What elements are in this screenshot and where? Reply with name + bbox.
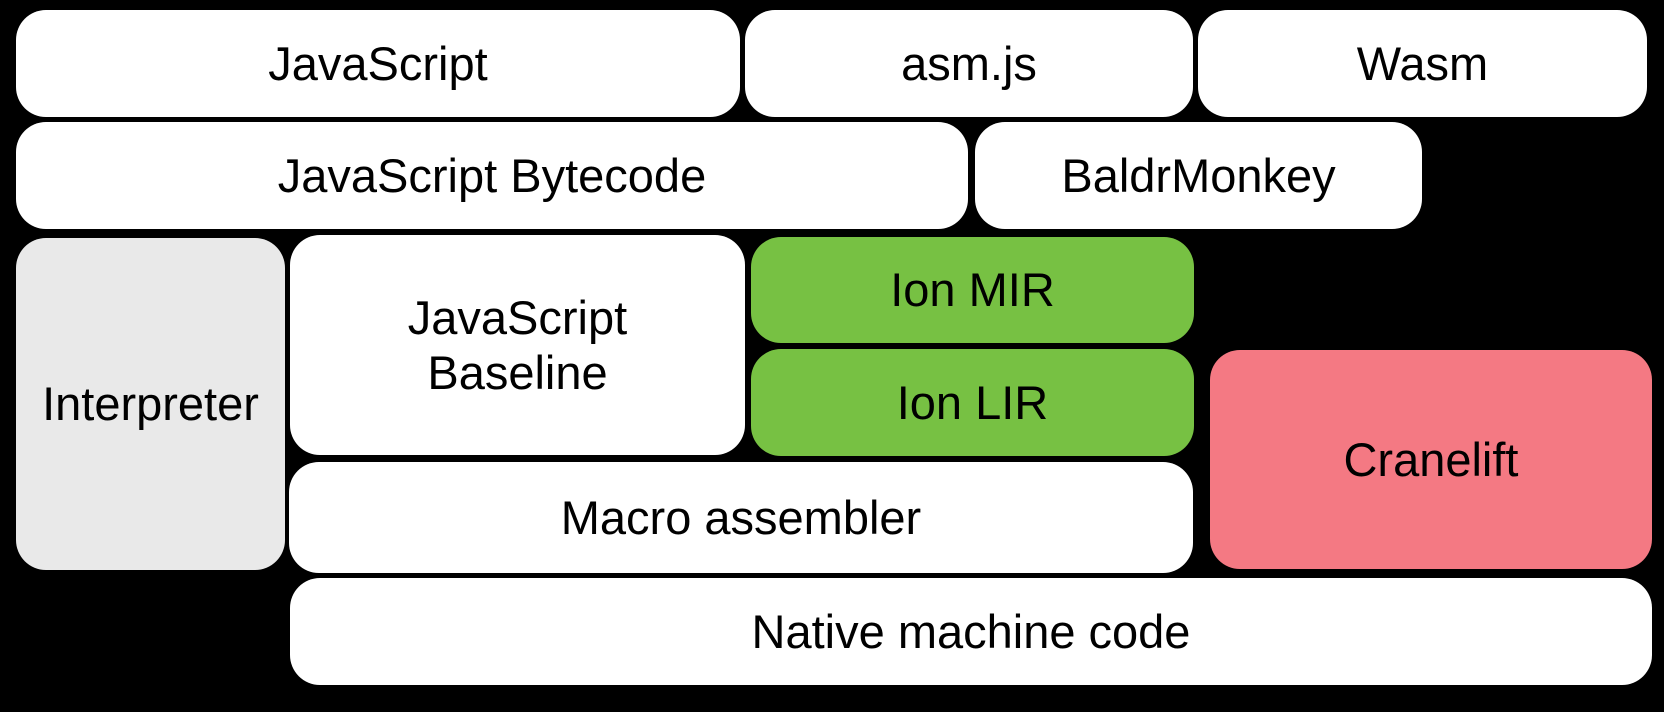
node-macro-assembler: Macro assembler [289, 462, 1193, 573]
node-javascript: JavaScript [16, 10, 740, 117]
node-javascript-bytecode: JavaScript Bytecode [16, 122, 968, 229]
node-ion-mir: Ion MIR [751, 237, 1194, 343]
node-javascript-baseline: JavaScript Baseline [290, 235, 745, 455]
node-baldrmonkey: BaldrMonkey [975, 122, 1422, 229]
node-native-machine-code: Native machine code [290, 578, 1652, 685]
node-wasm: Wasm [1198, 10, 1647, 117]
node-cranelift: Cranelift [1210, 350, 1652, 569]
node-interpreter: Interpreter [16, 238, 285, 570]
node-ion-lir: Ion LIR [751, 349, 1194, 456]
node-asm-js: asm.js [745, 10, 1193, 117]
